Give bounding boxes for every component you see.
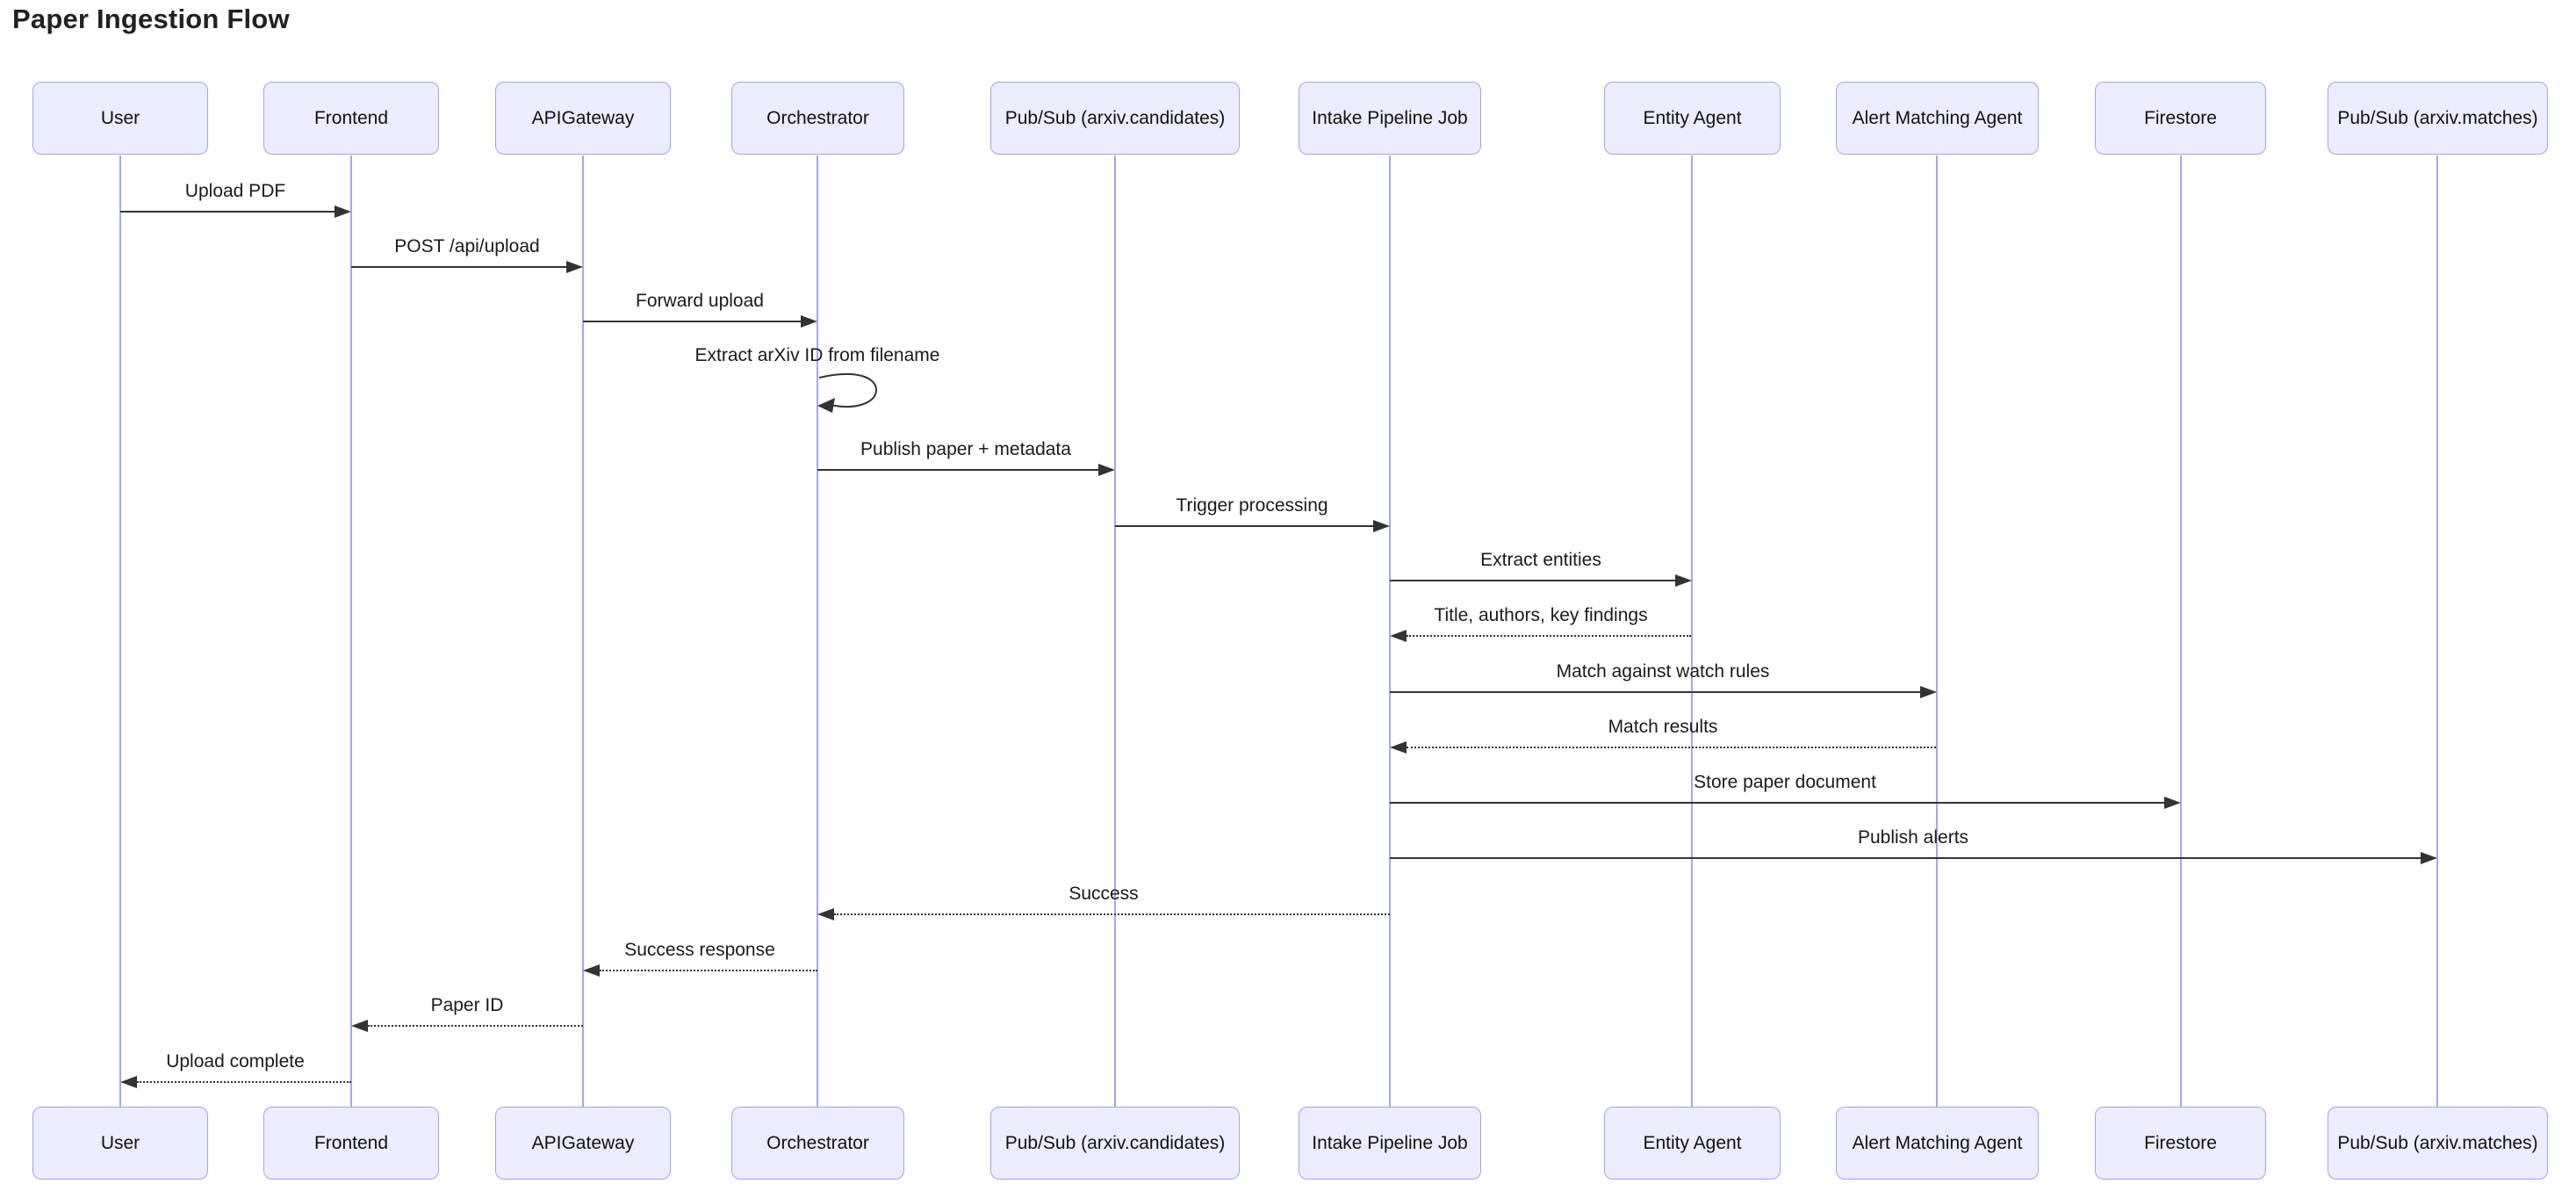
arrowhead-icon [2164, 797, 2181, 809]
actor-intake-pipeline-job-bottom: Intake Pipeline Job [1299, 1107, 1481, 1180]
message-label: Forward upload [636, 291, 764, 311]
message-label: Success response [624, 940, 775, 960]
actor-pubsub-matches-top: Pub/Sub (arxiv.matches) [2328, 82, 2548, 155]
arrowhead-icon [1373, 520, 1390, 532]
message-label: Title, authors, key findings [1434, 605, 1648, 625]
message-label: Extract entities [1480, 550, 1601, 570]
lifeline-user [119, 155, 121, 1108]
message-arrow [1407, 635, 1691, 637]
actor-apigateway-bottom: APIGateway [495, 1107, 671, 1180]
diagram-title: Paper Ingestion Flow [12, 4, 290, 34]
actor-entity-agent-top: Entity Agent [1604, 82, 1781, 155]
actor-pubsub-candidates-top: Pub/Sub (arxiv.candidates) [990, 82, 1240, 155]
arrowhead-icon [817, 908, 834, 920]
message-label: Trigger processing [1176, 495, 1328, 516]
actor-user-top: User [32, 82, 208, 155]
lifeline-pubsub-candidates [1114, 155, 1116, 1108]
message-arrow [1407, 747, 1936, 748]
message-label: Match against watch rules [1556, 661, 1770, 682]
actor-apigateway-top: APIGateway [495, 82, 671, 155]
message-arrow [137, 1081, 351, 1083]
lifeline-alert-matching-agent [1936, 155, 1938, 1108]
actor-alert-matching-agent-bottom: Alert Matching Agent [1836, 1107, 2039, 1180]
message-arrow [834, 913, 1390, 915]
lifeline-apigateway [582, 155, 584, 1108]
actor-user-bottom: User [32, 1107, 208, 1180]
actor-entity-agent-bottom: Entity Agent [1604, 1107, 1781, 1180]
arrowhead-icon [583, 964, 600, 977]
message-label: Publish paper + metadata [860, 439, 1071, 459]
lifeline-frontend [350, 155, 352, 1108]
actor-label: User [100, 1132, 140, 1153]
message-arrow [1390, 580, 1675, 581]
actor-intake-pipeline-job-top: Intake Pipeline Job [1299, 82, 1481, 155]
actor-label: APIGateway [531, 1132, 635, 1153]
message-label: POST /api/upload [394, 236, 540, 256]
actor-pubsub-candidates-bottom: Pub/Sub (arxiv.candidates) [990, 1107, 1240, 1180]
self-loop-arrow [817, 372, 878, 413]
message-arrow [120, 211, 335, 213]
message-arrow [1390, 857, 2421, 859]
actor-label: User [100, 107, 140, 128]
actor-label: Pub/Sub (arxiv.matches) [2337, 1132, 2538, 1153]
lifeline-pubsub-matches [2436, 155, 2438, 1108]
actor-label: Alert Matching Agent [1852, 107, 2023, 128]
actor-frontend-bottom: Frontend [263, 1107, 439, 1180]
message-arrow [1390, 802, 2164, 804]
actor-label: Entity Agent [1643, 107, 1742, 128]
arrowhead-icon [1675, 574, 1692, 587]
message-label: Extract arXiv ID from filename [694, 345, 940, 365]
message-label: Success [1069, 884, 1139, 904]
actor-frontend-top: Frontend [263, 82, 439, 155]
arrowhead-icon [120, 1076, 137, 1088]
message-label: Store paper document [1694, 772, 1876, 792]
arrowhead-icon [566, 261, 583, 273]
actor-orchestrator-top: Orchestrator [731, 82, 904, 155]
actor-label: APIGateway [531, 107, 635, 128]
actor-pubsub-matches-bottom: Pub/Sub (arxiv.matches) [2328, 1107, 2548, 1180]
arrowhead-icon [351, 1020, 368, 1032]
actor-label: Frontend [313, 107, 389, 128]
actor-label: Entity Agent [1643, 1132, 1742, 1153]
actor-firestore-top: Firestore [2095, 82, 2266, 155]
message-label: Paper ID [430, 995, 504, 1015]
lifeline-firestore [2180, 155, 2182, 1108]
arrowhead-icon [335, 206, 351, 218]
message-arrow [1115, 525, 1373, 527]
arrowhead-icon [1390, 630, 1407, 642]
actor-orchestrator-bottom: Orchestrator [731, 1107, 904, 1180]
message-label: Publish alerts [1857, 827, 1969, 848]
message-label: Match results [1608, 717, 1718, 737]
actor-firestore-bottom: Firestore [2095, 1107, 2266, 1180]
message-arrow [368, 1025, 583, 1027]
actor-label: Pub/Sub (arxiv.candidates) [1004, 107, 1226, 128]
message-arrow [817, 469, 1098, 471]
message-arrow [1390, 691, 1920, 693]
lifeline-entity-agent [1691, 155, 1693, 1108]
actor-alert-matching-agent-top: Alert Matching Agent [1836, 82, 2039, 155]
message-arrow [583, 321, 801, 322]
message-label: Upload complete [166, 1051, 305, 1072]
actor-label: Intake Pipeline Job [1312, 1132, 1468, 1153]
lifeline-orchestrator [817, 155, 818, 1108]
arrowhead-icon [1920, 686, 1937, 698]
arrowhead-icon [2421, 852, 2437, 864]
actor-label: Firestore [2144, 107, 2217, 128]
message-arrow [351, 266, 566, 268]
message-arrow [600, 970, 817, 971]
actor-label: Orchestrator [766, 1132, 869, 1153]
arrowhead-icon [1098, 464, 1115, 476]
actor-label: Frontend [313, 1132, 389, 1153]
arrowhead-icon [801, 315, 817, 328]
arrowhead-icon [1390, 741, 1407, 754]
message-label: Upload PDF [184, 181, 286, 201]
actor-label: Firestore [2144, 1132, 2217, 1153]
actor-label: Pub/Sub (arxiv.candidates) [1004, 1132, 1226, 1153]
actor-label: Orchestrator [766, 107, 869, 128]
actor-label: Pub/Sub (arxiv.matches) [2337, 107, 2538, 128]
actor-label: Intake Pipeline Job [1312, 107, 1468, 128]
actor-label: Alert Matching Agent [1852, 1132, 2023, 1153]
